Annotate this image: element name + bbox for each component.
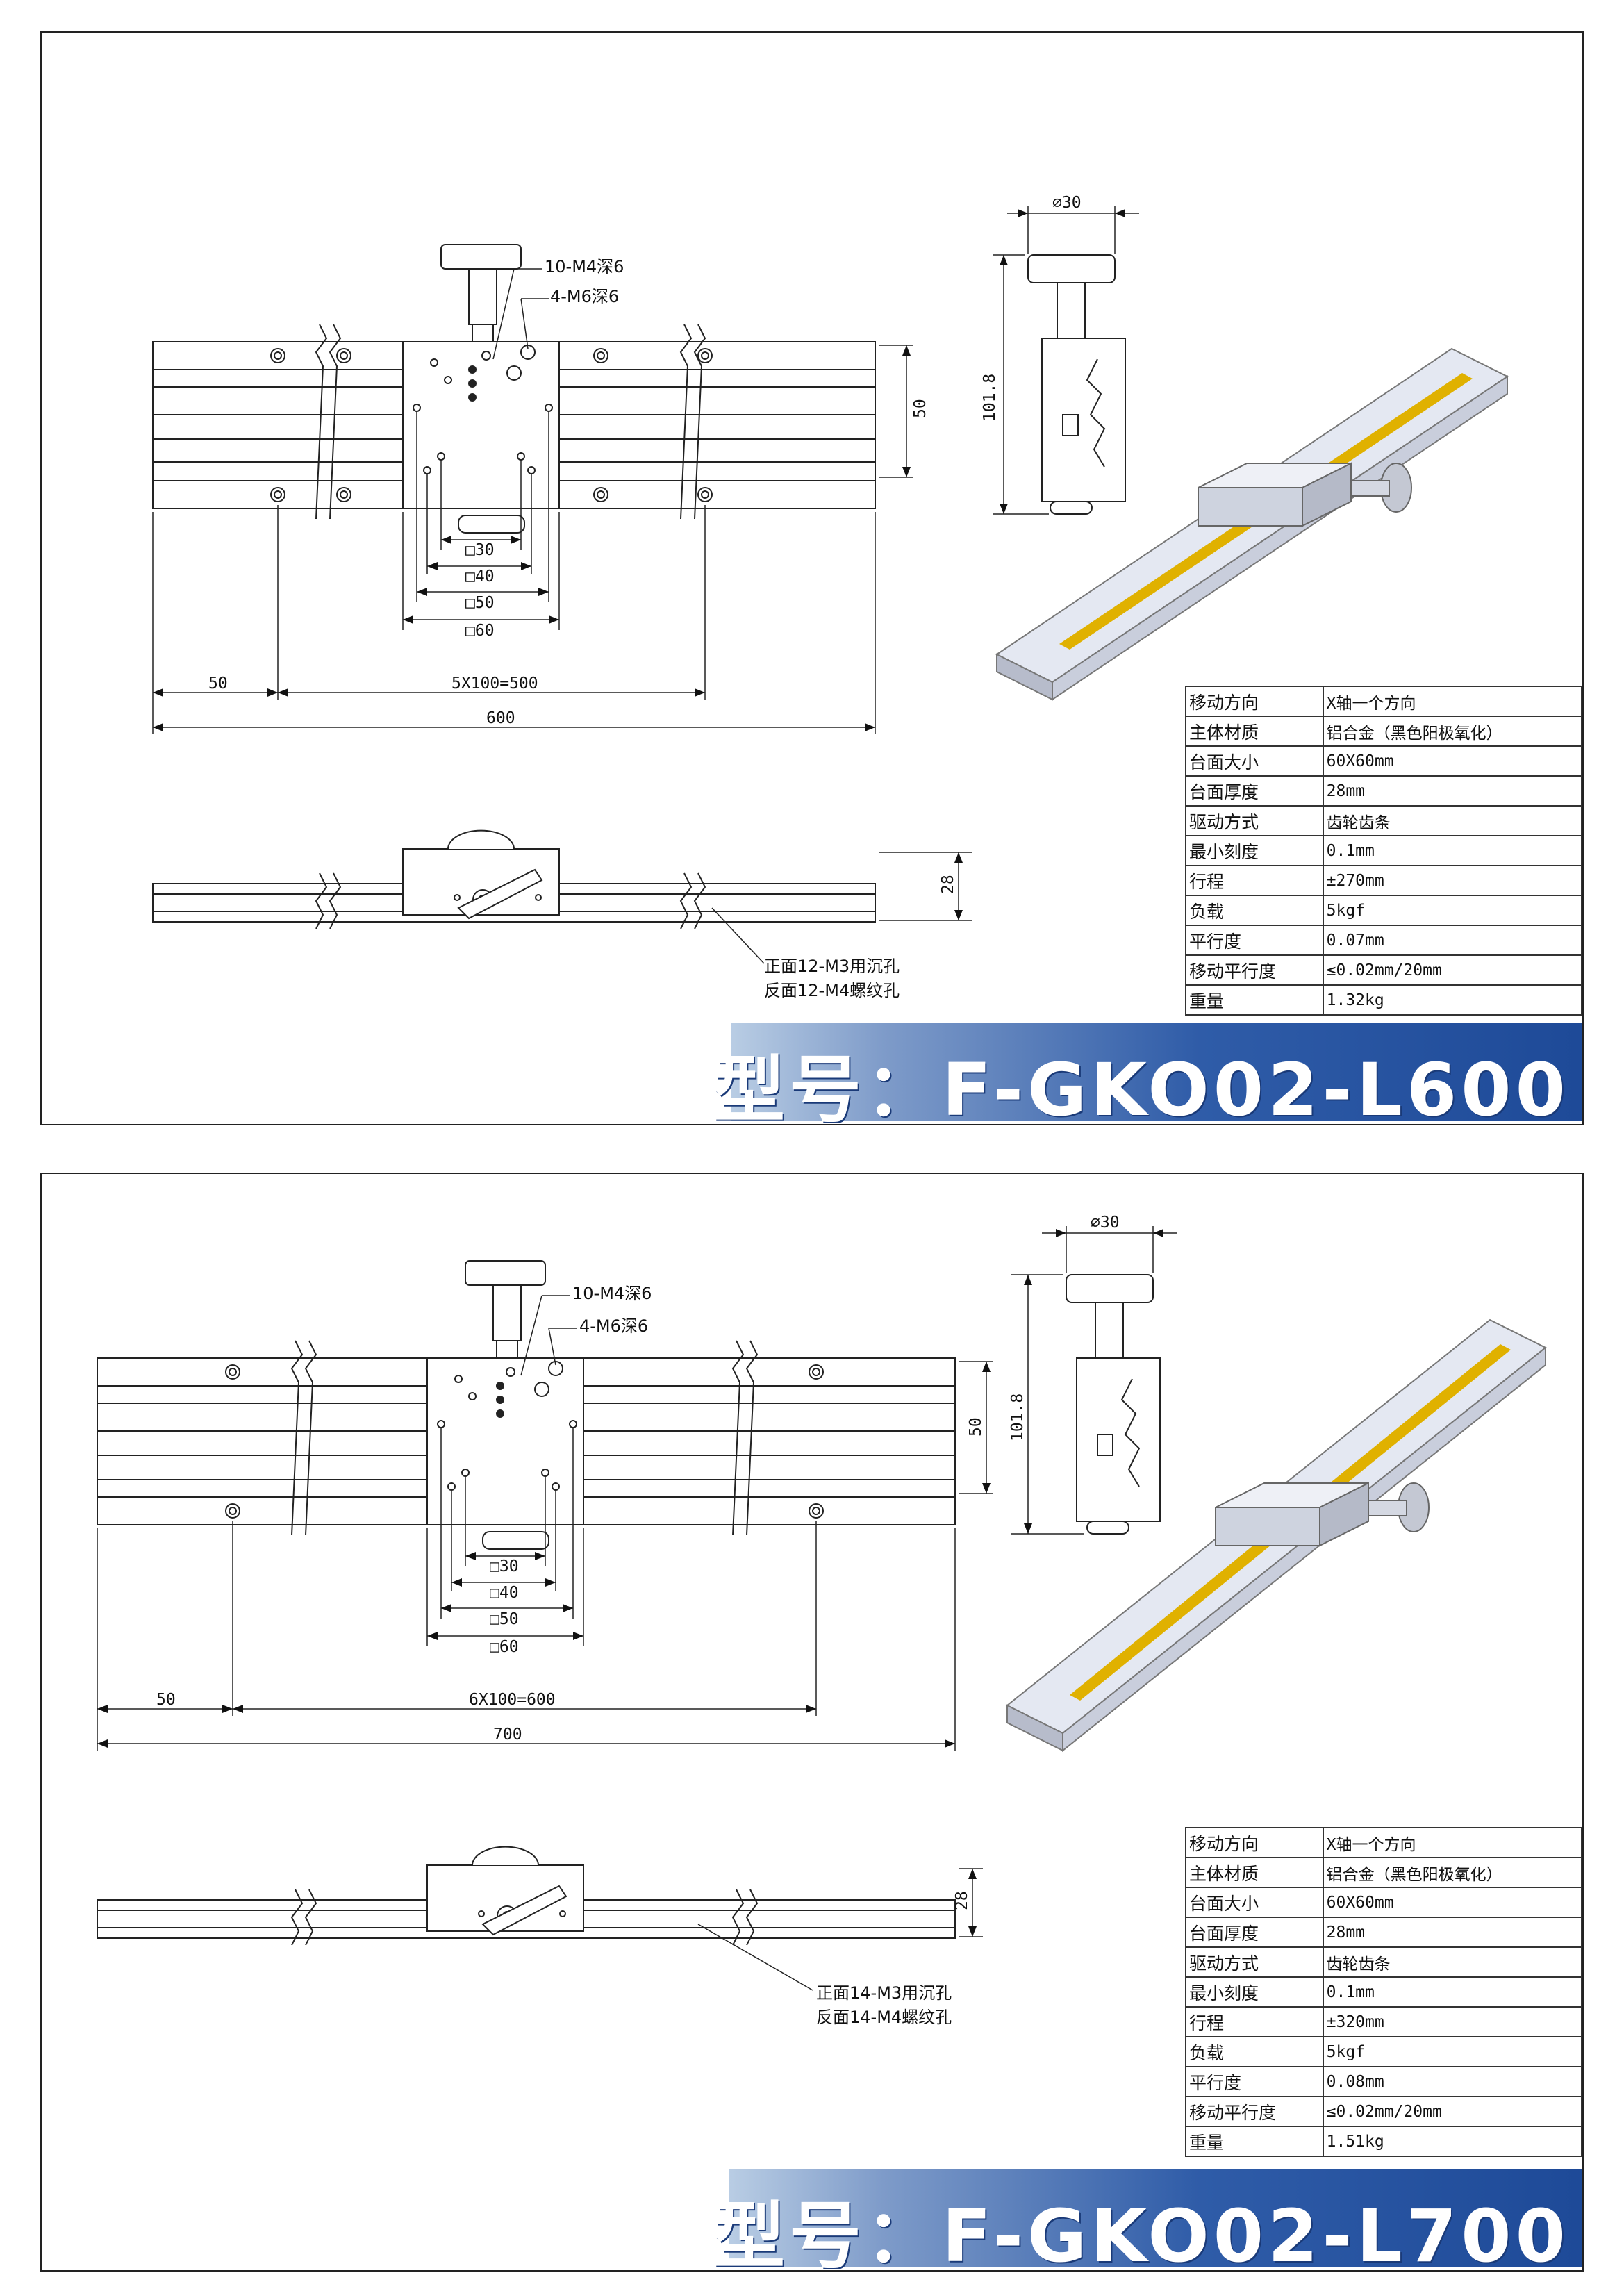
render-isometric <box>995 347 1509 701</box>
dim-sq40: □40 <box>490 1584 519 1602</box>
carriage-plate <box>426 1357 584 1525</box>
dim-sq30: □30 <box>465 541 495 559</box>
drawing-sheet-l600: 10-M4深6 4-M6深6 □30 □40 □50 □60 50 5X100=… <box>40 31 1584 1132</box>
note-back-holes: 反面14-M4螺纹孔 <box>816 2008 952 2027</box>
spec-row: 移动平行度≤0.02mm/20mm <box>1185 954 1583 986</box>
spec-row: 驱动方式齿轮齿条 <box>1185 805 1583 836</box>
drawing-sheet-l700: 10-M4深6 4-M6深6 □30 □40 □50 □60 50 6X100=… <box>40 1173 1584 2278</box>
callout-m4: 10-M4深6 <box>572 1284 652 1303</box>
carriage-plate <box>402 341 560 509</box>
dimension-lines <box>153 268 911 731</box>
model-label: 型号：F-GKO02-L600 <box>713 1048 1570 1132</box>
note-back-holes: 反面12-M4螺纹孔 <box>764 981 900 1000</box>
dim-rail-height: 50 <box>911 399 929 418</box>
dim-sq50: □50 <box>465 594 495 612</box>
dim-pitch: 5X100=500 <box>451 675 538 693</box>
note-front-holes: 正面14-M3用沉孔 <box>816 1983 952 2003</box>
mount-holes <box>270 348 713 502</box>
model-banner: 型号：F-GKO02-L600 <box>713 1023 1582 1132</box>
callout-m4: 10-M4深6 <box>545 257 624 276</box>
spec-row: 行程±320mm <box>1185 2006 1583 2037</box>
dim-thickness: 28 <box>953 1891 971 1910</box>
extension-lines <box>152 345 913 734</box>
dim-knob-dia: ∅30 <box>1052 194 1082 212</box>
model-banner: 型号：F-GKO02-L700 <box>713 2169 1582 2278</box>
dim-side-height: 101.8 <box>1009 1393 1027 1441</box>
spec-row: 驱动方式齿轮齿条 <box>1185 1946 1583 1978</box>
dim-end: 50 <box>208 675 228 693</box>
dim-thickness: 28 <box>939 875 957 894</box>
dim-rail-height: 50 <box>967 1417 985 1437</box>
spec-row: 移动平行度≤0.02mm/20mm <box>1185 2096 1583 2127</box>
mount-holes <box>225 1364 824 1519</box>
break-marks <box>315 324 706 520</box>
extension-lines <box>97 1361 993 1751</box>
note-front-holes: 正面12-M3用沉孔 <box>764 957 900 976</box>
end-view <box>1011 1226 1177 1535</box>
break-marks <box>290 1340 759 1536</box>
dim-sq40: □40 <box>465 568 495 586</box>
dim-pitch: 6X100=600 <box>469 1691 556 1709</box>
dim-sq60: □60 <box>490 1638 519 1656</box>
side-view <box>97 1846 983 1991</box>
render-isometric <box>1006 1318 1547 1753</box>
dim-end: 50 <box>156 1691 176 1709</box>
end-view <box>993 206 1139 515</box>
model-label: 型号：F-GKO02-L700 <box>713 2194 1570 2278</box>
dim-total: 700 <box>493 1726 522 1744</box>
dim-side-height: 101.8 <box>981 374 999 422</box>
spec-row: 主体材质铝合金（黑色阳极氧化） <box>1185 716 1583 747</box>
technical-drawing-l600: 10-M4深6 4-M6深6 □30 □40 □50 □60 50 5X100=… <box>152 194 1509 1000</box>
callout-m6: 4-M6深6 <box>579 1316 648 1336</box>
dim-knob-dia: ∅30 <box>1091 1214 1120 1232</box>
side-view <box>152 829 972 964</box>
technical-drawing-l700: 10-M4深6 4-M6深6 □30 □40 □50 □60 50 6X100=… <box>97 1214 1547 2027</box>
callout-m6: 4-M6深6 <box>550 287 619 306</box>
dim-sq50: □50 <box>490 1610 519 1628</box>
knob-top-view <box>440 244 525 534</box>
spec-row: 行程±270mm <box>1185 865 1583 896</box>
dim-total: 600 <box>486 709 515 727</box>
dim-sq60: □60 <box>465 622 495 640</box>
dim-sq30: □30 <box>490 1557 519 1575</box>
dimension-lines <box>97 1295 991 1748</box>
spec-row: 主体材质铝合金（黑色阳极氧化） <box>1185 1857 1583 1888</box>
knob-top-view <box>465 1260 549 1550</box>
